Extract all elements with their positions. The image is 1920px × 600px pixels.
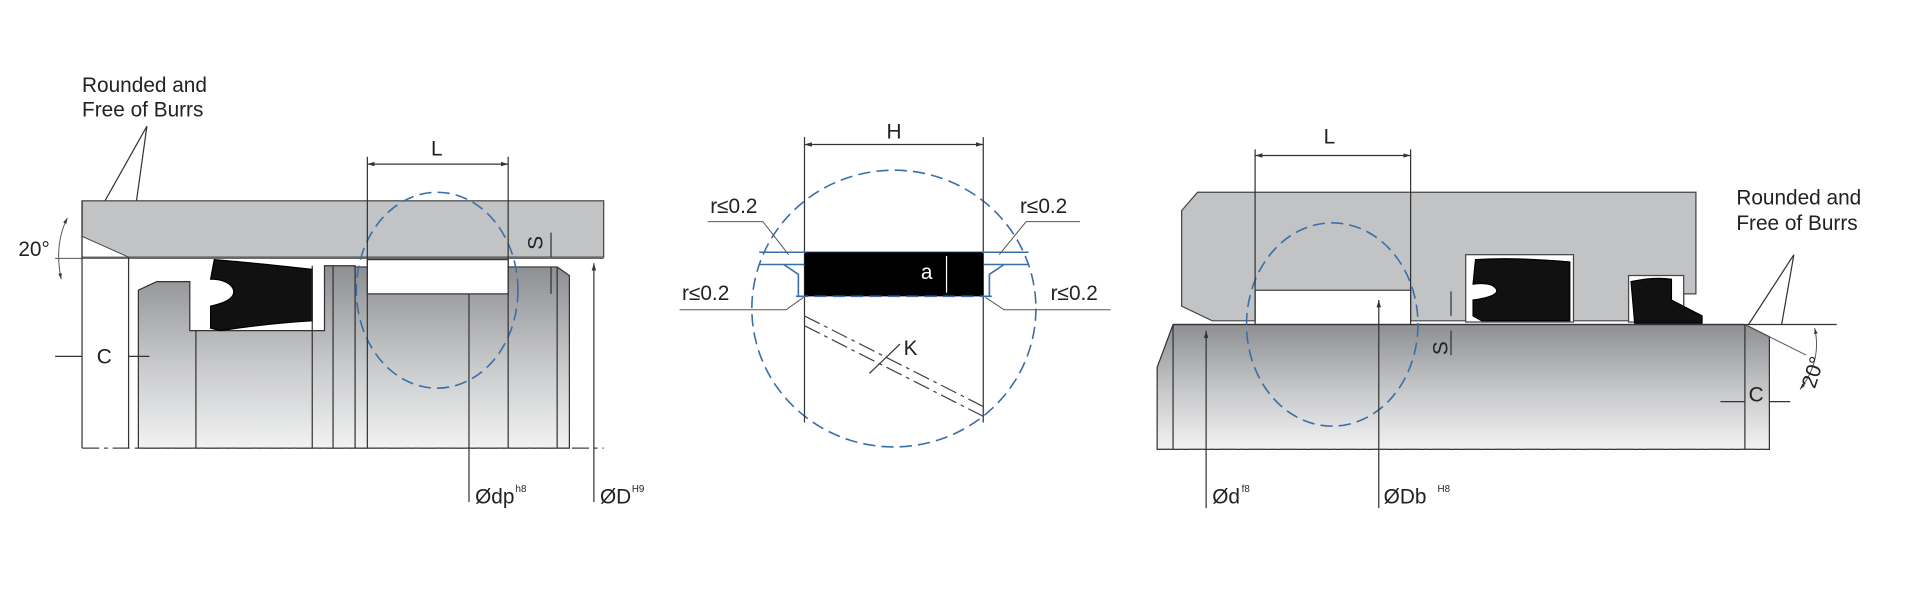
k-label: K [904, 337, 918, 360]
detail-view: H a r≤0.2 r≤0.2 r≤0.2 r≤0.2 K [679, 120, 1111, 448]
c-label: C [1749, 384, 1764, 407]
angle-arc [1799, 328, 1818, 390]
note-rounded-line2: Free of Burrs [1736, 212, 1857, 235]
wear-ring-section [804, 252, 984, 297]
wear-ring-groove [366, 258, 509, 295]
k-tick [868, 343, 901, 374]
detail-circle [751, 169, 1037, 448]
s-label: S [1429, 341, 1452, 355]
radius-leader-top-left [707, 221, 789, 255]
h-label: H [887, 120, 902, 143]
groove-corners [783, 263, 1005, 297]
d-tolerance: f8 [1242, 484, 1251, 495]
Db-label: ØDb [1384, 485, 1427, 508]
radius-label-top-right: r≤0.2 [1020, 195, 1067, 218]
piston-u-seal [209, 258, 313, 332]
l-label: L [1324, 125, 1336, 148]
chamfer-angle-line [1744, 324, 1807, 356]
dp-tolerance: h8 [516, 484, 527, 495]
piston-seal-drawing: Rounded and Free of Burrs 20° L S Ødp h8… [18, 74, 644, 508]
c-label: C [97, 346, 112, 369]
k-cut-lines [804, 315, 984, 417]
radius-leader-bottom-right [985, 297, 1111, 311]
l-extension-lines [1254, 149, 1412, 325]
radius-label-top-left: r≤0.2 [710, 195, 757, 218]
a-label: a [921, 261, 933, 284]
detail-circle [1245, 222, 1419, 427]
l-extension-lines [366, 156, 509, 449]
note-rounded-line1: Rounded and [1736, 186, 1861, 209]
s-label: S [524, 236, 547, 250]
dp-label: Ødp [475, 485, 514, 508]
radius-leader-top-right [998, 221, 1080, 256]
radius-leader-bottom-left [679, 297, 804, 311]
radius-label-bottom-left: r≤0.2 [682, 282, 729, 305]
D-tolerance: H9 [632, 484, 645, 495]
detail-circle [355, 191, 519, 389]
note-rounded-line1: Rounded and [82, 74, 207, 97]
angle-arc [58, 217, 68, 280]
note-leader-lines [1748, 254, 1795, 325]
d-label: Ød [1212, 485, 1240, 508]
D-label: ØD [600, 485, 631, 508]
angle-label: 20° [1798, 354, 1830, 391]
rod [1156, 323, 1770, 450]
wiper-seal [1630, 277, 1703, 324]
rod-housing [1181, 191, 1697, 322]
rod-u-seal [1472, 258, 1571, 322]
Db-tolerance: H8 [1438, 484, 1451, 495]
note-rounded-line2: Free of Burrs [82, 98, 203, 121]
l-label: L [431, 138, 443, 161]
angle-label: 20° [18, 238, 49, 261]
rod-seal-drawing: L S Ød f8 ØDb H8 Rounded and Free of Bur… [1156, 125, 1861, 508]
radius-label-bottom-right: r≤0.2 [1051, 282, 1098, 305]
